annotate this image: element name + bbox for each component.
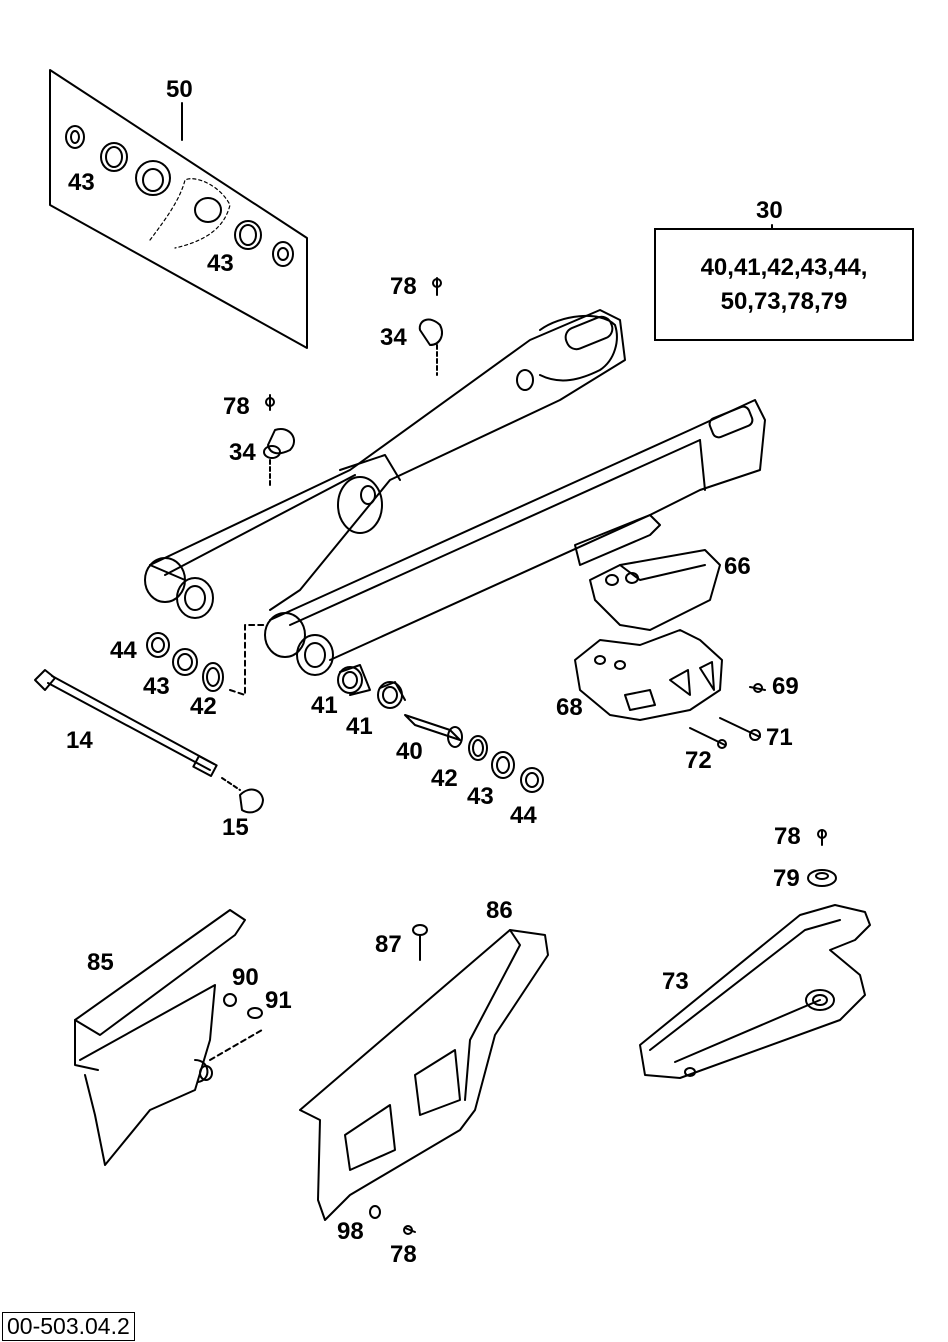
brake-line-clamp-lower bbox=[263, 394, 295, 486]
callout-40: 40 bbox=[396, 738, 423, 765]
callout-43: 43 bbox=[207, 250, 234, 277]
callout-98: 98 bbox=[337, 1218, 364, 1245]
callout-42: 42 bbox=[431, 765, 458, 792]
callout-79: 79 bbox=[773, 865, 800, 892]
callout-91: 91 bbox=[265, 987, 292, 1014]
callout-50: 50 bbox=[166, 76, 193, 103]
chain-slider bbox=[639, 829, 871, 1079]
callout-68: 68 bbox=[556, 694, 583, 721]
callout-78: 78 bbox=[390, 1241, 417, 1268]
swingarm-pivot-axle bbox=[34, 669, 264, 814]
chain-guide bbox=[589, 549, 721, 631]
pivot-bearing-right-parts bbox=[337, 664, 544, 793]
callout-42: 42 bbox=[190, 693, 217, 720]
callout-78: 78 bbox=[390, 273, 417, 300]
kit-contents-line-2: 50,73,78,79 bbox=[720, 287, 848, 315]
callout-66: 66 bbox=[724, 553, 751, 580]
drawing-code: 00-503.04.2 bbox=[2, 1312, 135, 1341]
callout-14: 14 bbox=[66, 727, 93, 754]
callout-43: 43 bbox=[467, 783, 494, 810]
callout-90: 90 bbox=[232, 964, 259, 991]
chain-guard-plate bbox=[299, 924, 549, 1235]
callout-15: 15 bbox=[222, 814, 249, 841]
callout-85: 85 bbox=[87, 949, 114, 976]
callout-72: 72 bbox=[685, 747, 712, 774]
kit-contents-box: 40,41,42,43,44, 50,73,78,79 bbox=[654, 228, 914, 341]
chain-guard bbox=[74, 909, 263, 1166]
callout-86: 86 bbox=[486, 897, 513, 924]
callout-34: 34 bbox=[229, 439, 256, 466]
swingarm bbox=[144, 309, 766, 676]
bearing-kit-inset-panel bbox=[49, 69, 308, 349]
callout-69: 69 bbox=[772, 673, 799, 700]
chain-guide-plate bbox=[574, 629, 723, 721]
callout-43: 43 bbox=[143, 673, 170, 700]
callout-73: 73 bbox=[662, 968, 689, 995]
pivot-bearing-left-parts bbox=[146, 624, 266, 696]
callout-87: 87 bbox=[375, 931, 402, 958]
callout-43: 43 bbox=[68, 169, 95, 196]
callout-78: 78 bbox=[774, 823, 801, 850]
callout-44: 44 bbox=[110, 637, 137, 664]
callout-34: 34 bbox=[380, 324, 407, 351]
kit-contents-line-1: 40,41,42,43,44, bbox=[700, 253, 868, 281]
kit-number-30: 30 bbox=[756, 197, 783, 224]
callout-44: 44 bbox=[510, 802, 537, 829]
brake-line-clamp-upper bbox=[418, 277, 443, 376]
callout-41: 41 bbox=[311, 692, 338, 719]
chain-guide-bolts bbox=[689, 683, 766, 749]
callout-78: 78 bbox=[223, 393, 250, 420]
callout-41: 41 bbox=[346, 713, 373, 740]
callout-71: 71 bbox=[766, 724, 793, 751]
